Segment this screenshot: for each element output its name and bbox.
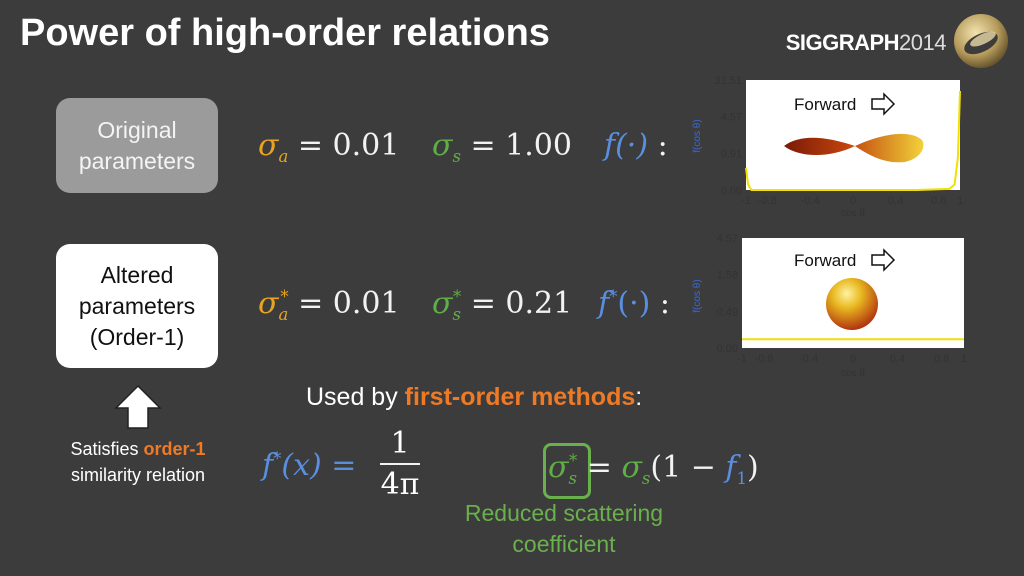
c1-x-tick: -0.8 [758, 195, 777, 207]
c2-x-tick: 1 [961, 353, 967, 365]
c2-x-tick: 0 [850, 353, 856, 365]
chart1-x-axis-label: cos θ [841, 208, 865, 219]
chart1-x-ticks: -1 -0.8 -0.4 0 0.4 0.8 1 [741, 195, 963, 207]
c2-x-tick: -0.4 [799, 353, 818, 365]
c1-x-tick: 0 [850, 195, 856, 207]
c2-x-tick: -0.8 [755, 353, 774, 365]
original-sigma-s-eq: σs = 1.00 [432, 128, 572, 166]
c2-x-tick: 0.8 [934, 353, 949, 365]
reduced-scattering-caption: Reduced scattering coefficient [464, 500, 664, 557]
logo-brand: SIGGRAPH [785, 30, 900, 55]
altered-phase-function-label: f*(·) : [598, 286, 670, 321]
original-line2: parameters [78, 147, 196, 174]
chart2-forward-arrow-icon [871, 248, 896, 272]
chart1-y-ticks: 31.51 4.57 0.91 0.00 [714, 75, 742, 197]
isotropic-fraction: 1 4π [380, 426, 420, 502]
original-phase-function-label: f(·) : [604, 128, 668, 163]
used-by-caption: Used by first-order methods: [306, 383, 643, 411]
c2-x-tick: 0.4 [890, 353, 905, 365]
altered-sigma-a-eq: σa* = 0.01 [258, 286, 400, 324]
chart1-y-axis-label: f(cos θ) [692, 119, 703, 152]
reduced-coefficient-highlight-box [543, 443, 591, 499]
c2-y-tick: 1.58 [717, 270, 738, 282]
altered-sigma-s-eq: σs* = 0.21 [432, 286, 573, 324]
isotropic-phase-formula: f*(x) = [262, 448, 357, 483]
siggraph-logo-text: SIGGRAPH2014 [785, 30, 947, 56]
chart2-y-ticks: 4.57 1.58 0.49 0.00 [717, 233, 738, 355]
chart1-series-line [745, 90, 961, 191]
fraction-denominator: 4π [380, 467, 420, 502]
c2-y-tick: 0.00 [717, 343, 738, 355]
chart2-y-axis-label: f(cos θ) [692, 279, 703, 312]
up-arrow-icon [114, 384, 162, 429]
fraction-numerator: 1 [390, 426, 410, 461]
original-line1: Original [97, 116, 177, 143]
altered-line2: parameters [78, 292, 196, 319]
chart2-x-ticks: -1 -0.8 -0.4 0 0.4 0.8 1 [737, 353, 967, 365]
c2-x-tick: -1 [737, 353, 747, 365]
logo-year: 2014 [899, 30, 946, 55]
c1-y-tick: 0.00 [721, 185, 742, 197]
c1-y-tick: 31.51 [714, 75, 742, 87]
c2-y-tick: 0.49 [717, 306, 738, 318]
chart1-forward-arrow-icon [871, 92, 896, 116]
c2-y-tick: 4.57 [717, 233, 738, 245]
chart1-forward-annotation: Forward [794, 95, 856, 114]
phase-function-chart-original: f(cos θ) 31.51 4.57 0.91 0.00 -1 -0.8 -0.4 0 0.… [692, 75, 963, 219]
original-sigma-a-eq: σa = 0.01 [258, 128, 400, 166]
altered-line1: Altered [100, 261, 174, 288]
altered-line3: (Order-1) [89, 323, 185, 350]
c1-x-tick: 0.4 [888, 195, 903, 207]
altered-parameters-box: Altered parameters (Order-1) [56, 244, 218, 368]
satisfies-caption: Satisfies order-1 similarity relation [70, 439, 206, 485]
c1-x-tick: 1 [957, 195, 963, 207]
c1-x-tick: -1 [741, 195, 751, 207]
phase-function-chart-altered: f(cos θ) 4.57 1.58 0.49 0.00 -1 -0.8 -0.4 0 0.4… [692, 233, 967, 379]
slide-title: Power of high-order relations [20, 12, 550, 54]
chart1-plot-area [746, 80, 960, 190]
c1-y-tick: 4.57 [721, 112, 742, 124]
siggraph-logo-icon [954, 14, 1008, 68]
chart2-sphere-shape [826, 278, 878, 330]
reduced-scattering-formula: σs* = σs(1 − f1) [548, 450, 759, 488]
chart1-lobe-shape [784, 133, 924, 163]
c1-x-tick: -0.4 [801, 195, 820, 207]
c1-y-tick: 0.91 [721, 148, 742, 160]
c1-x-tick: 0.8 [931, 195, 946, 207]
chart2-forward-annotation: Forward [794, 251, 856, 270]
original-parameters-box: Original parameters [56, 98, 218, 193]
chart2-x-axis-label: cos θ [841, 368, 865, 379]
